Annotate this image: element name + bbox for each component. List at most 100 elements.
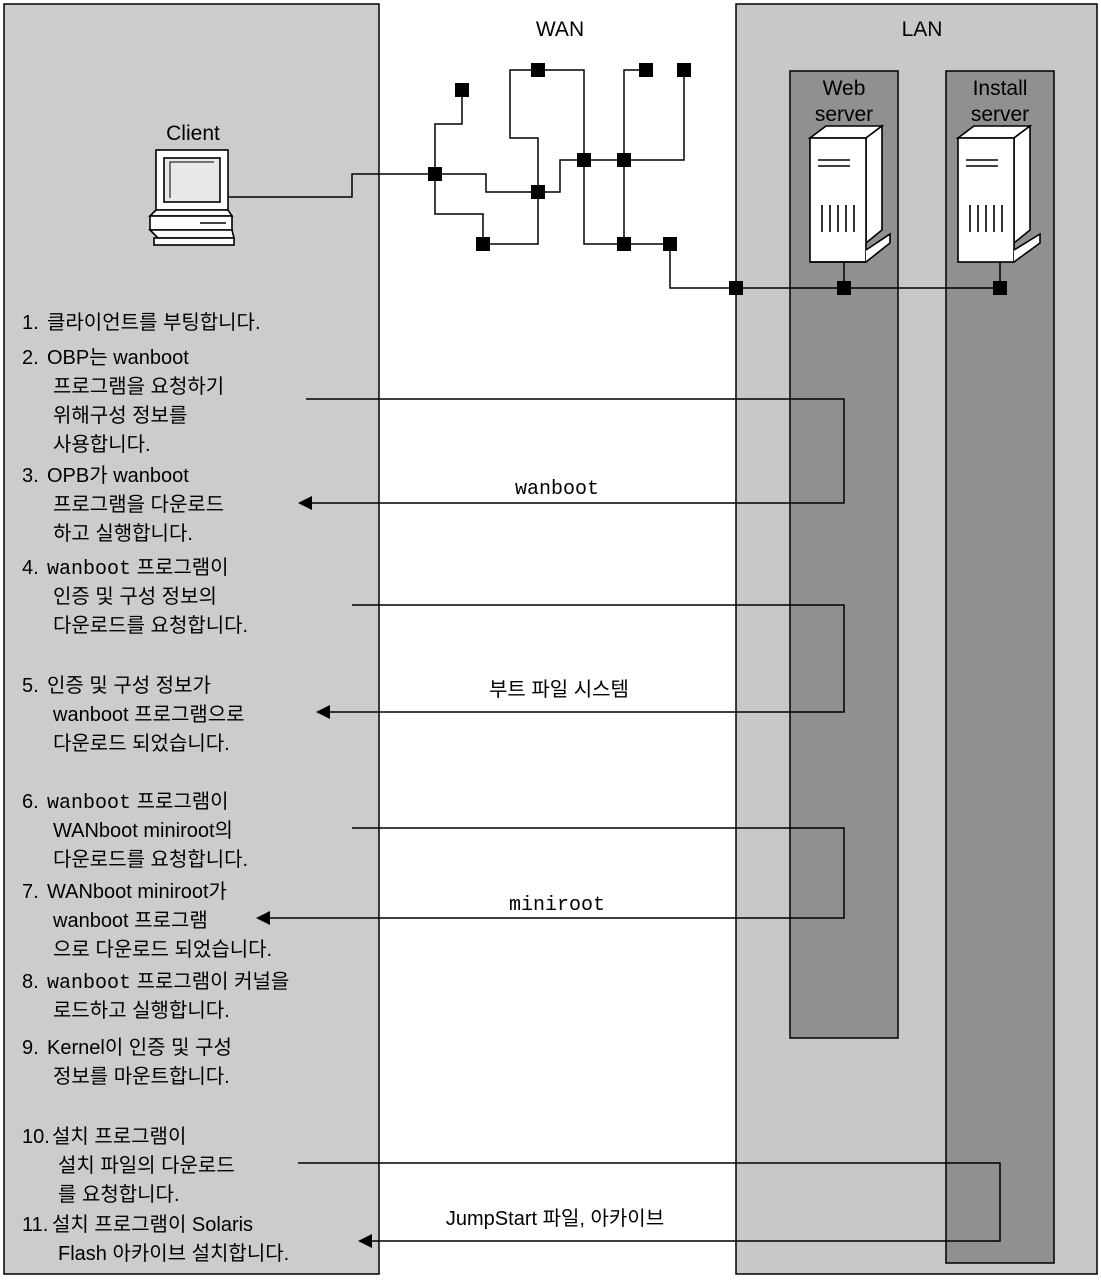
network-nodes: [428, 63, 1007, 295]
network-node: [476, 237, 490, 251]
step-text-line: 프로그램을 다운로드: [53, 493, 224, 517]
step-text: 하고 실행합니다.: [53, 523, 193, 545]
step-text: 다운로드 되었습니다.: [53, 733, 230, 755]
arrowheads: [256, 496, 372, 1248]
step-text-line: wanboot 프로그램으로: [53, 703, 245, 727]
network-node: [993, 281, 1007, 295]
network-node: [617, 237, 631, 251]
step-text: wanboot 프로그램으로: [53, 704, 245, 726]
transfer-label-boot-filesystem: 부트 파일 시스템: [489, 679, 629, 701]
arrowhead: [316, 705, 330, 719]
step-number: 10.: [22, 1126, 50, 1148]
network-node: [677, 63, 691, 77]
step-text-line: WANboot miniroot가: [47, 880, 227, 904]
network-node: [663, 237, 677, 251]
step-text: WANboot miniroot가: [47, 881, 227, 903]
step-text-line: wanboot 프로그램이: [47, 556, 229, 582]
step-number: 4.: [22, 557, 39, 579]
transfer-label-wanboot: wanboot: [514, 478, 599, 501]
arrowhead: [358, 1234, 372, 1248]
step-text: 프로그램을 요청하기: [53, 376, 225, 398]
install-server-label-line2: server: [970, 103, 1030, 126]
network-node: [531, 185, 545, 199]
web-server-label-line1: Web: [822, 77, 866, 100]
client-computer-icon: [148, 149, 236, 246]
step-text: 설치 프로그램이 Solaris: [52, 1214, 254, 1236]
step-text: 프로그램이: [131, 791, 229, 813]
step-text-line: 정보를 마운트합니다.: [53, 1065, 230, 1089]
step-text-line: 으로 다운로드 되었습니다.: [53, 938, 272, 962]
network-node: [428, 167, 442, 181]
step-text-line: 프로그램을 요청하기: [53, 375, 224, 399]
step-text-line: WANboot miniroot의: [53, 819, 233, 843]
step-text: 사용합니다.: [53, 434, 151, 456]
step-text: 위해구성 정보를: [53, 405, 188, 427]
step-text: OBP는 wanboot: [47, 347, 189, 369]
step-text-line: Kernel이 인증 및 구성: [47, 1036, 232, 1060]
step-text: 클라이언트를 부팅합니다.: [47, 312, 261, 334]
step-text: 으로 다운로드 되었습니다.: [53, 939, 273, 961]
step-text-line: wanboot 프로그램이: [47, 790, 229, 816]
step-text: Flash 아카이브 설치합니다.: [58, 1243, 290, 1265]
step-text-line: 위해구성 정보를: [53, 404, 187, 428]
step-text-line: OPB가 wanboot: [47, 464, 189, 488]
wan-zone-label: WAN: [535, 18, 585, 41]
network-node: [531, 63, 545, 77]
step-text-line: 다운로드를 요청합니다.: [53, 614, 248, 638]
step-text-line: 설치 프로그램이 Solaris: [52, 1213, 253, 1237]
step-text: 인증 및 구성 정보가: [47, 675, 211, 697]
web-server-icon: [807, 124, 891, 263]
step-number: 2.: [22, 347, 39, 369]
step-text-line: 하고 실행합니다.: [53, 522, 193, 546]
step-number: 3.: [22, 465, 39, 487]
web-server-label-line2: server: [814, 103, 874, 126]
step-text-line: wanboot 프로그램: [53, 909, 208, 933]
step-text-line: wanboot 프로그램이 커널을: [47, 970, 289, 996]
step-text: 정보를 마운트합니다.: [53, 1066, 230, 1088]
install-server-label-line1: Install: [972, 77, 1028, 100]
step-text: 를 요청합니다.: [58, 1184, 180, 1206]
step-text: 로드하고 실행합니다.: [53, 1000, 230, 1022]
step-text-line: 다운로드 되었습니다.: [53, 732, 230, 756]
network-node: [455, 83, 469, 97]
step-number: 1.: [22, 312, 39, 334]
command-name: wanboot: [47, 558, 132, 581]
network-node: [577, 153, 591, 167]
wan-network: [228, 69, 1001, 289]
step-text: OPB가 wanboot: [47, 465, 189, 487]
step-text-line: 인증 및 구성 정보의: [53, 585, 217, 609]
step-text: 다운로드를 요청합니다.: [53, 615, 249, 637]
step-text: 설치 프로그램이: [52, 1126, 187, 1148]
arrowhead: [298, 496, 312, 510]
command-name: wanboot: [47, 792, 132, 815]
step-text-line: 다운로드를 요청합니다.: [53, 848, 248, 872]
arrowhead: [256, 911, 270, 925]
transfer-label-miniroot: miniroot: [508, 894, 605, 917]
install-server-icon: [955, 124, 1041, 263]
step-text: 인증 및 구성 정보의: [53, 586, 217, 608]
command-name: wanboot: [47, 972, 132, 995]
client-label: Client: [166, 122, 220, 145]
transfer-label-jumpstart-archive: JumpStart 파일, 아카이브: [445, 1208, 665, 1230]
step-number: 5.: [22, 675, 39, 697]
step-text: Kernel이 인증 및 구성: [47, 1037, 232, 1059]
step-text: WANboot miniroot의: [53, 820, 233, 842]
step-text-line: OBP는 wanboot: [47, 346, 189, 370]
step-text: 설치 파일의 다운로드: [58, 1155, 235, 1177]
step-text-line: 로드하고 실행합니다.: [53, 999, 230, 1023]
step-text-line: 사용합니다.: [53, 433, 151, 457]
step-text-line: 클라이언트를 부팅합니다.: [47, 311, 261, 335]
network-node: [729, 281, 743, 295]
step-text: 프로그램이: [131, 557, 229, 579]
lan-zone-label: LAN: [901, 18, 943, 41]
step-text-line: 설치 파일의 다운로드: [58, 1154, 235, 1178]
step-text-line: 설치 프로그램이: [52, 1125, 186, 1149]
step-text-line: 를 요청합니다.: [58, 1183, 180, 1207]
step-text-line: Flash 아카이브 설치합니다.: [58, 1242, 289, 1266]
step-text: 프로그램을 다운로드: [53, 494, 225, 516]
step-text: wanboot 프로그램: [53, 910, 208, 932]
network-node: [617, 153, 631, 167]
network-node: [837, 281, 851, 295]
step-text: 프로그램이 커널을: [131, 971, 290, 993]
